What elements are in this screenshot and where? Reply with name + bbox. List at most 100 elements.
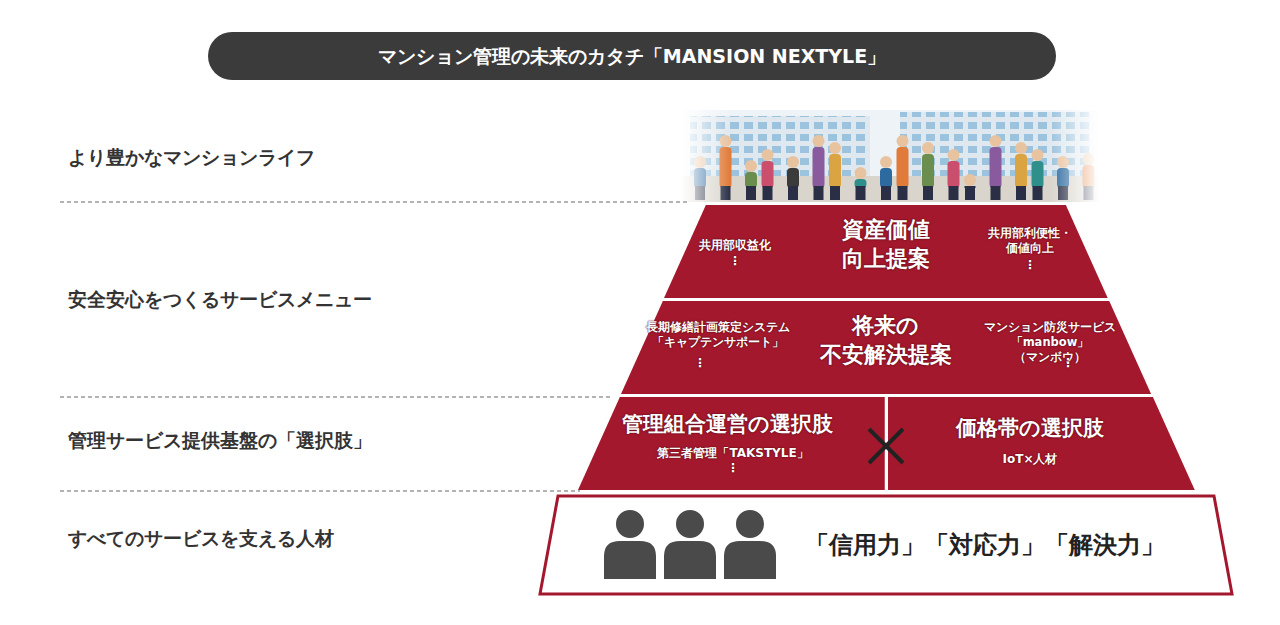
- foundation-band: 「信用力」「対応力」「解決力」: [540, 496, 1232, 594]
- person-body: [813, 147, 825, 188]
- band-outline: [621, 301, 1151, 394]
- person-figure: [897, 135, 909, 200]
- person-body: [948, 161, 960, 188]
- person-body: [720, 147, 732, 188]
- tier-label: 安全安心をつくるサービスメニュー: [68, 287, 372, 313]
- person-head: [829, 142, 841, 154]
- dashed-divider: [60, 201, 690, 203]
- person-legs: [746, 186, 756, 200]
- person-legs: [788, 186, 798, 200]
- person-legs: [949, 186, 959, 200]
- band-outline: [888, 397, 1195, 490]
- person-head: [1057, 156, 1069, 168]
- person-body: [762, 161, 774, 188]
- person-figure: [694, 156, 706, 200]
- person-figure: [1083, 153, 1095, 200]
- person-head: [897, 135, 909, 147]
- person-figure: [1015, 142, 1027, 200]
- person-body: [1032, 161, 1044, 188]
- person-body: [880, 168, 892, 188]
- band-outline: [540, 496, 1232, 594]
- service-item: 共用部利便性・ 価値向上: [985, 226, 1075, 256]
- person-body: [922, 154, 934, 188]
- building: [690, 116, 870, 176]
- pyramid-band: 管理組合運営の選択肢第三者管理「TAKSTYLE」⋮: [578, 397, 885, 490]
- building-windows: [690, 116, 870, 176]
- person-icon: [663, 509, 717, 580]
- person-legs: [830, 186, 840, 200]
- person-figure: [922, 142, 934, 200]
- service-item: マンション防災サービス 「manbow」（マンボウ）: [978, 320, 1123, 365]
- tier-label: 管理サービス提供基盤の「選択肢」: [68, 428, 372, 454]
- residents-illustration: [680, 110, 1100, 202]
- pyramid-band: 将来の 不安解決提案長期修繕計画策定システム 「キャプテンサポート」⋮マンション…: [621, 301, 1151, 394]
- person-icon-head: [615, 509, 645, 539]
- person-body: [1015, 154, 1027, 188]
- ellipsis-mark: ⋮: [729, 254, 741, 270]
- person-head: [745, 160, 757, 172]
- band-heading: 価格帯の選択肢: [956, 415, 1104, 442]
- band-outline: [578, 397, 885, 490]
- person-icon: [603, 509, 657, 580]
- person-head: [1015, 142, 1027, 154]
- person-legs: [695, 186, 705, 200]
- dashed-divider: [60, 396, 612, 398]
- person-legs: [814, 186, 824, 200]
- person-legs: [721, 186, 731, 200]
- person-body: [1057, 168, 1069, 188]
- person-figure: [829, 142, 841, 200]
- person-legs: [1058, 186, 1068, 200]
- person-figure: [787, 156, 799, 200]
- pyramid-band: 価格帯の選択肢 IoT×人材: [888, 397, 1195, 490]
- person-head: [922, 142, 934, 154]
- person-body: [694, 168, 706, 188]
- ellipsis-mark: ⋮: [1062, 356, 1074, 372]
- service-item: 共用部収益化: [699, 238, 771, 254]
- band-heading: 資産価値 向上提案: [831, 216, 941, 273]
- person-legs: [923, 186, 933, 200]
- band-heading: 「信用力」「対応力」「解決力」: [805, 530, 1165, 561]
- person-figure: [762, 149, 774, 200]
- person-icon-body: [603, 540, 657, 580]
- person-icon-body: [723, 540, 777, 580]
- person-head: [813, 135, 825, 147]
- person-legs: [965, 186, 975, 200]
- person-head: [762, 149, 774, 161]
- person-body: [745, 172, 757, 188]
- person-body: [829, 154, 841, 188]
- person-figure: [720, 135, 732, 200]
- person-figure: [948, 149, 960, 200]
- person-figure: [964, 174, 976, 200]
- person-figure: [855, 167, 867, 200]
- person-figure: [880, 156, 892, 200]
- band-shape: [888, 397, 1195, 490]
- person-body: [787, 168, 799, 188]
- band-shape: [578, 397, 885, 490]
- person-icon: [723, 509, 777, 580]
- person-legs: [856, 186, 866, 200]
- person-legs: [1084, 186, 1094, 200]
- person-legs: [1033, 186, 1043, 200]
- service-item: 第三者管理「TAKSTYLE」: [657, 446, 808, 462]
- tier-label: すべてのサービスを支える人材: [68, 526, 334, 552]
- service-item: IoT×人材: [1003, 452, 1058, 468]
- ellipsis-mark: ⋮: [1024, 258, 1036, 274]
- sky: [680, 110, 1100, 202]
- person-legs: [991, 186, 1001, 200]
- ellipsis-mark: ⋮: [727, 461, 739, 477]
- divider-lines: [60, 202, 690, 491]
- ellipsis-mark: ⋮: [694, 356, 706, 372]
- people: [694, 135, 1095, 200]
- person-legs: [1016, 186, 1026, 200]
- person-figure: [745, 160, 757, 200]
- person-head: [694, 156, 706, 168]
- person-legs: [881, 186, 891, 200]
- person-head: [1083, 153, 1095, 165]
- person-body: [990, 147, 1002, 188]
- pyramid-band: 資産価値 向上提案共用部収益化⋮共用部利便性・ 価値向上⋮: [664, 205, 1108, 298]
- person-head: [787, 156, 799, 168]
- person-figure: [1032, 149, 1044, 200]
- person-head: [720, 135, 732, 147]
- times-symbol: [869, 429, 903, 463]
- person-icon-body: [663, 540, 717, 580]
